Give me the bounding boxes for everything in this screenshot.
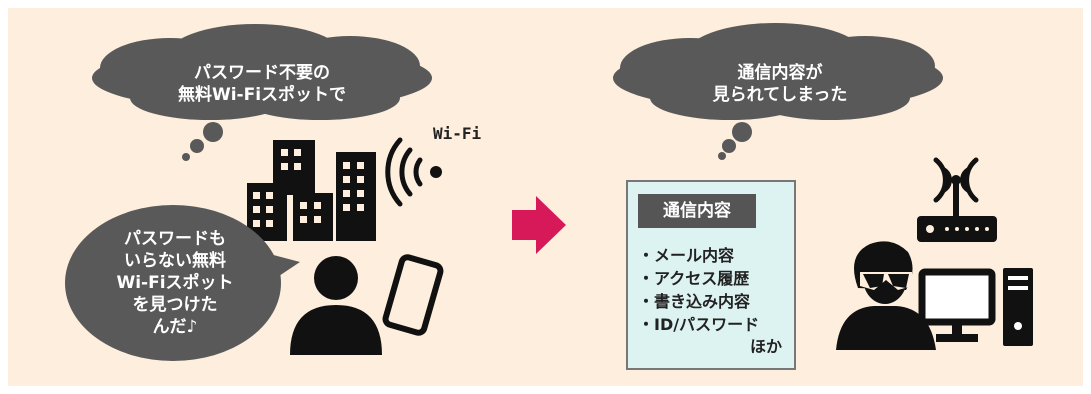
note-item: ・書き込み内容: [638, 292, 751, 311]
speech-bubble-text: パスワードも いらない無料 Wi-Fiスポット を見つけた んだ♪: [116, 229, 234, 337]
note-item: ・メール内容: [638, 246, 735, 265]
note-item: ・ID/パスワード: [638, 315, 760, 334]
arrow-right-icon: [512, 196, 566, 254]
buildings-icon: [247, 140, 376, 241]
smartphone-icon: [382, 254, 444, 336]
wifi-label: Wi-Fi: [433, 124, 482, 143]
note-item: ・アクセス履歴: [638, 269, 750, 288]
person-icon: [290, 256, 382, 355]
note-list: ・メール内容 ・アクセス履歴 ・書き込み内容 ・ID/パスワード: [638, 244, 759, 336]
right-thought-cloud: [613, 23, 943, 160]
hacker-icon: [836, 241, 936, 350]
right-thought-text: 通信内容が 見られてしまった: [712, 63, 848, 105]
left-thought-cloud: [92, 24, 432, 161]
wifi-waves-icon: [385, 137, 442, 207]
left-thought-text: パスワード不要の 無料Wi-Fiスポットで: [177, 63, 347, 105]
intercepted-info-note: 通信内容 ・メール内容 ・アクセス履歴 ・書き込み内容 ・ID/パスワード ほか: [626, 180, 796, 370]
note-title: 通信内容: [638, 194, 756, 228]
computer-icon: [918, 268, 1033, 346]
router-icon: [917, 157, 997, 242]
left-speech-bubble: [65, 205, 300, 361]
note-tail: ほか: [749, 337, 782, 356]
